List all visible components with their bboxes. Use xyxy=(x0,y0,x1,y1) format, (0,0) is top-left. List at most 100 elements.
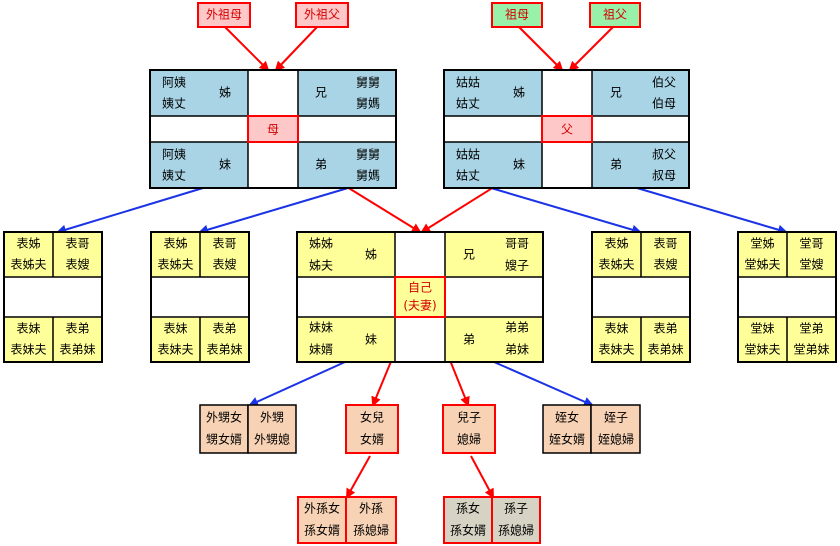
son-box: 兒子 媳婦 xyxy=(442,404,496,454)
cousin-tl-label-1: 表姊 xyxy=(16,237,40,251)
mother-bl-name-1: 阿姨 xyxy=(162,148,186,162)
mother-tr-name-1: 舅舅 xyxy=(356,76,380,90)
son-label: 兒子 xyxy=(457,411,481,425)
cousin-bl-label-2: 表妹夫 xyxy=(157,343,193,357)
father-br-name-2: 叔母 xyxy=(652,169,676,183)
cousin-tl-label-2: 表姊夫 xyxy=(598,258,634,272)
cousin-bl-label-1: 表妹 xyxy=(604,322,628,336)
cousin-cell-tr xyxy=(641,233,689,277)
mother-bl-side: 妹 xyxy=(219,158,231,172)
cousin-cell-bl xyxy=(5,317,53,361)
brother-children-box: 姪女 姪女婿 姪子 姪媳婦 xyxy=(542,404,641,454)
cousin-cell-tl xyxy=(5,233,53,277)
self-bl-name-1: 妹妹 xyxy=(309,321,333,335)
cousin-bl-label-1: 表妹 xyxy=(16,322,40,336)
cousin-cell-tl xyxy=(593,233,641,277)
cousin-cell-bl xyxy=(739,317,787,361)
paternal-grandfather-box xyxy=(589,2,641,28)
nephew-label: 姪子 xyxy=(604,411,628,425)
arrow-self-to-niece-right xyxy=(493,361,594,407)
cousin-bl-label-2: 表妹夫 xyxy=(598,343,634,357)
maternal-grandmother-label: 外祖母 xyxy=(206,7,242,22)
father-tr-name-2: 伯母 xyxy=(652,96,676,111)
self-family-bl-cell xyxy=(298,317,395,361)
granddaughter-spouse-label: 孫女婿 xyxy=(304,523,340,538)
cousin-cell-bl xyxy=(152,317,200,361)
mother-tr-name-2: 舅媽 xyxy=(356,97,380,111)
cousin-cell-tl xyxy=(152,233,200,277)
cousin-cell-br xyxy=(200,317,248,361)
father-br-side: 弟 xyxy=(610,158,622,172)
cousin-cell-br xyxy=(641,317,689,361)
mother-family-tr-cell xyxy=(298,71,395,116)
cousin-cell-br xyxy=(53,317,101,361)
father-family-tr-cell xyxy=(592,71,688,116)
self-family-tl-cell xyxy=(298,233,395,277)
grandchildren-boxes: 外孫女 孫女婿 外孫 孫媳婦 孫女 孫女婿 孫子 孫媳婦 xyxy=(297,496,541,544)
nephew-spouse-label: 外甥媳 xyxy=(254,432,290,447)
cousin-tr-label-1: 表哥 xyxy=(212,237,236,251)
niece-label: 姪女 xyxy=(555,410,579,425)
cousin-cell-br xyxy=(787,317,835,361)
mother-tl-name-2: 姨丈 xyxy=(162,97,186,111)
cousin-cell-bl xyxy=(593,317,641,361)
son-grandchildren-box: 孫女 孫女婿 孫子 孫媳婦 xyxy=(443,496,541,544)
self-br-name-1: 弟弟 xyxy=(505,321,529,335)
cousin-cell-tr xyxy=(200,233,248,277)
arrow-father-to-cousin-4 xyxy=(636,187,788,235)
grandson-spouse-label: 孫媳婦 xyxy=(353,523,389,538)
father-bl-name-1: 姑姑 xyxy=(456,148,480,162)
maternal-grandmother-box xyxy=(197,2,251,28)
arrow-mother-to-cousin-2 xyxy=(198,187,349,235)
grandparents: 外祖母 外祖父 祖母 祖父 xyxy=(197,2,641,28)
cousin-bl-label-2: 堂妹夫 xyxy=(744,343,780,357)
paternal-grandmother-box xyxy=(491,2,543,28)
cousin-br-label-1: 表弟 xyxy=(65,322,89,336)
self-center-label-1: 自己 xyxy=(408,281,432,295)
arrow-maternal-grandfather xyxy=(274,25,319,72)
mother-br-side: 弟 xyxy=(315,158,327,172)
self-center-box xyxy=(394,276,446,318)
niece-nephew-boxes: 外甥女 甥女婿 外甥 外甥媳 姪女 姪女婿 姪子 姪媳婦 xyxy=(199,404,641,454)
arrow-son-to-grandchildren xyxy=(470,455,494,499)
cousin-tr-label-2: 表嫂 xyxy=(653,258,677,272)
cousin-tl-label-1: 堂姊 xyxy=(750,237,774,251)
mother-center-box xyxy=(247,115,299,143)
self-br-side: 弟 xyxy=(463,333,475,347)
cousin-tr-label-1: 表哥 xyxy=(653,237,677,251)
self-tr-name-2: 嫂子 xyxy=(505,259,529,273)
granddaughter-label: 孫女 xyxy=(456,501,480,516)
self-family-box: 自己 (夫妻) 姊姊 姊夫 姊 兄 哥哥 嫂子 妹妹 妹婿 妹 弟 弟弟 弟妹 xyxy=(296,231,544,363)
cousin-boxes: 表姊表姊夫表哥表嫂表妹表妹夫表弟表弟妹表姊表姊夫表哥表嫂表妹表妹夫表弟表弟妹表姊… xyxy=(3,231,837,363)
cousin-tr-label-1: 表哥 xyxy=(65,237,89,251)
father-tr-side: 兄 xyxy=(610,86,622,100)
mother-family-box: 母 阿姨 姨丈 姊 兄 舅舅 舅媽 阿姨 姨丈 妹 弟 舅舅 舅媽 xyxy=(149,69,397,189)
self-family-br-cell xyxy=(445,317,542,361)
father-tl-name-2: 姑丈 xyxy=(456,97,480,111)
daughter-label: 女兒 xyxy=(360,410,384,425)
arrow-daughter-to-grandchildren xyxy=(346,455,371,499)
grandson-label: 孫子 xyxy=(504,502,528,516)
self-tl-name-2: 姊夫 xyxy=(309,259,333,273)
father-bl-side: 妹 xyxy=(513,158,525,172)
father-tl-side: 姊 xyxy=(513,86,525,100)
niece-spouse-label: 甥女婿 xyxy=(206,432,242,447)
cousin-br-label-2: 表弟妹 xyxy=(206,343,242,357)
father-br-name-1: 叔父 xyxy=(652,148,676,162)
cousin-cell-tr xyxy=(787,233,835,277)
granddaughter-spouse-label: 孫女婿 xyxy=(450,523,486,538)
cousin-cell-tr xyxy=(53,233,101,277)
mother-center-label: 母 xyxy=(267,123,279,137)
paternal-grandmother-label: 祖母 xyxy=(505,7,529,22)
cousin-br-label-1: 堂弟 xyxy=(799,322,823,336)
father-family-br-cell xyxy=(592,142,688,187)
cousin-bl-label-1: 堂妹 xyxy=(750,322,774,336)
cousin-tr-label-1: 堂哥 xyxy=(799,237,823,251)
mother-family-br-cell xyxy=(298,142,395,187)
self-tr-side: 兄 xyxy=(463,248,475,262)
